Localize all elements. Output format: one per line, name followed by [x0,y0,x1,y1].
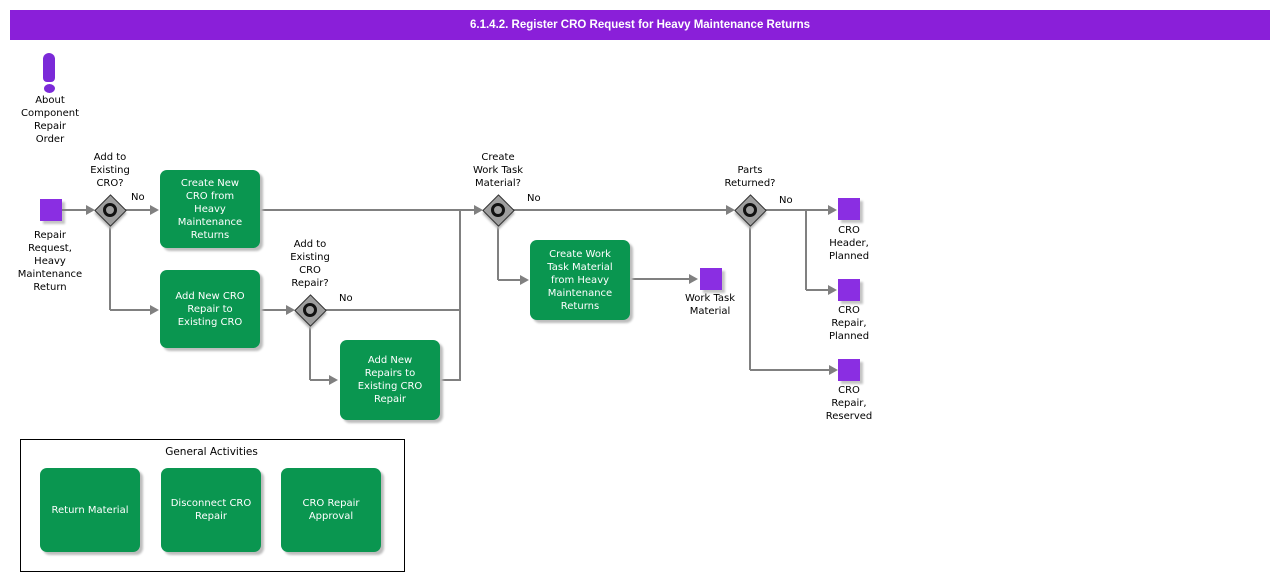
activity-return-material[interactable]: Return Material [40,468,140,552]
decision-ring-icon [303,303,317,317]
artifact-repair-request-label: Repair Request, Heavy Maintenance Return [17,230,83,293]
connector [806,289,828,291]
connector [765,209,828,211]
arrowhead-icon [689,274,698,284]
decision-ring-icon [743,203,757,217]
about-label: About Component Repair Order [20,95,80,145]
branch-no-label: No [779,195,793,206]
arrowhead-icon [828,205,837,215]
arrowhead-icon [726,205,735,215]
arrowhead-icon [150,305,159,315]
connector [750,369,829,371]
activity-add-new-cro-repair[interactable]: Add New CRO Repair to Existing CRO [160,270,260,348]
decision-ring-icon [103,203,117,217]
artifact-cro-repair-reserved[interactable] [838,359,860,381]
connector [310,379,329,381]
artifact-work-task-material-label: Work Task Material [684,293,736,317]
activity-add-new-repairs[interactable]: Add New Repairs to Existing CRO Repair [340,340,440,420]
activity-cro-repair-approval[interactable]: CRO Repair Approval [281,468,381,552]
decision-add-to-existing-cro-label: Add to Existing CRO? [90,152,130,189]
decision-parts-returned-label: Parts Returned? [724,165,776,189]
activity-create-work-task-material[interactable]: Create Work Task Material from Heavy Mai… [530,240,630,320]
connector [440,379,461,381]
connector [325,309,461,311]
connector [260,209,474,211]
arrowhead-icon [286,305,295,315]
branch-no-label: No [131,192,145,203]
arrowhead-icon [86,205,95,215]
activity-create-new-cro[interactable]: Create New CRO from Heavy Maintenance Re… [160,170,260,248]
connector [125,209,150,211]
artifact-repair-request[interactable] [40,199,62,221]
connector [459,209,461,381]
connector [62,209,86,211]
arrowhead-icon [828,285,837,295]
connector [110,309,150,311]
connector [309,325,311,380]
artifact-work-task-material[interactable] [700,268,722,290]
decision-create-work-task-material-label: Create Work Task Material? [472,152,524,189]
arrowhead-icon [474,205,483,215]
exclamation-icon[interactable] [43,53,55,82]
connector [497,225,499,280]
branch-no-label: No [527,193,541,204]
general-activities-title: General Activities [165,446,258,458]
artifact-cro-repair-planned[interactable] [838,279,860,301]
page-title: 6.1.4.2. Register CRO Request for Heavy … [470,19,810,31]
arrowhead-icon [150,205,159,215]
arrowhead-icon [829,365,838,375]
activity-disconnect-cro-repair[interactable]: Disconnect CRO Repair [161,468,261,552]
artifact-cro-header-planned-label: CRO Header, Planned [828,225,870,262]
connector [513,209,726,211]
decision-ring-icon [491,203,505,217]
artifact-cro-repair-reserved-label: CRO Repair, Reserved [825,385,873,422]
connector [805,209,807,290]
arrowhead-icon [520,275,529,285]
decision-add-to-existing-cro-repair-label: Add to Existing CRO Repair? [290,239,330,289]
connector [260,309,286,311]
artifact-cro-repair-planned-label: CRO Repair, Planned [828,305,870,342]
arrowhead-icon [329,375,338,385]
connector [498,279,520,281]
branch-no-label: No [339,293,353,304]
connector [109,225,111,310]
connector [749,225,751,370]
exclamation-icon-dot[interactable] [44,84,55,93]
header-bar [10,10,1270,40]
artifact-cro-header-planned[interactable] [838,198,860,220]
connector [630,278,689,280]
